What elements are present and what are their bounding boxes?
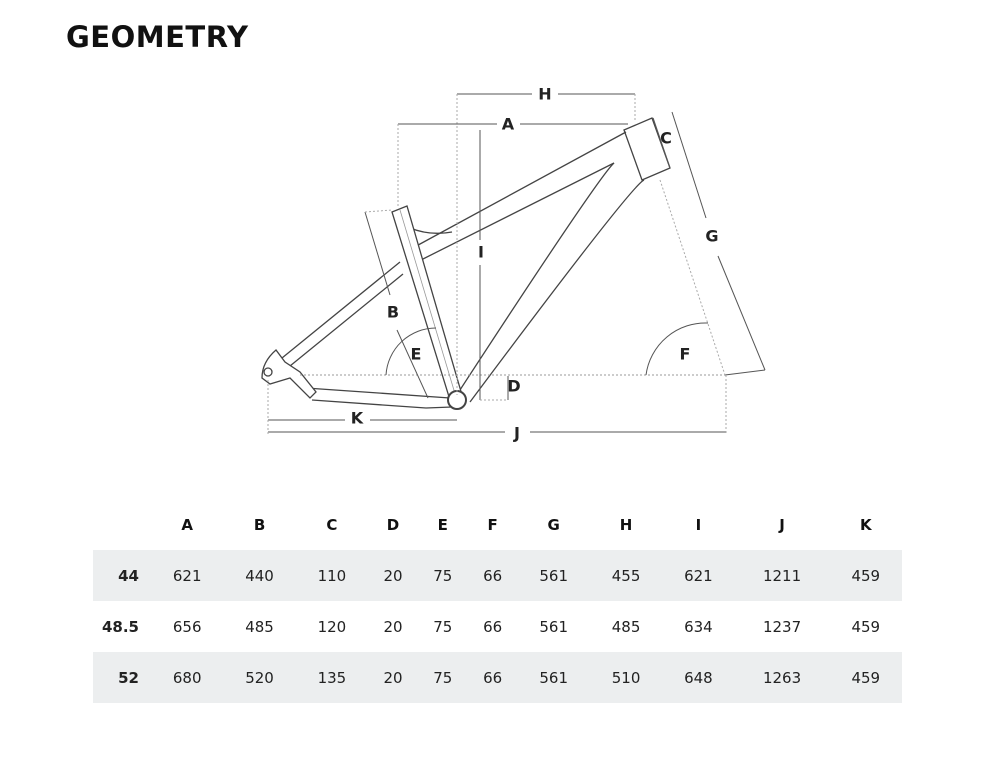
value-cell: 1237 (762, 617, 802, 636)
value-cell: 20 (368, 652, 418, 703)
value-cell: 1211 (734, 550, 830, 601)
table-header-row: A B C D E F G H I J K (93, 500, 902, 550)
label-i: I (478, 243, 484, 262)
page-title: GEOMETRY (66, 20, 249, 54)
column-header: I (695, 516, 702, 534)
value-cell: 510 (589, 652, 663, 703)
value-cell: 20 (383, 617, 403, 636)
column-header: J (779, 516, 785, 534)
label-e: E (411, 345, 422, 364)
value-cell: 621 (662, 550, 735, 601)
column-header: E (437, 516, 448, 534)
column-header: K (859, 516, 872, 534)
value-cell: 561 (539, 617, 569, 636)
value-cell: 66 (467, 550, 518, 601)
label-a: A (502, 115, 515, 134)
column-header: H (619, 516, 633, 534)
column-header: B (253, 516, 266, 534)
value-cell: 656 (172, 617, 202, 636)
label-h: H (538, 85, 551, 104)
frame-geometry-diagram: H A C G I B E F D K J (261, 85, 766, 443)
value-cell: 634 (684, 617, 713, 636)
value-cell: 520 (223, 652, 296, 703)
value-cell: 561 (517, 652, 590, 703)
size-cell: 52 (93, 652, 151, 703)
size-cell: 48.5 (101, 617, 139, 636)
size-header (93, 500, 151, 550)
column-header: F (487, 516, 498, 534)
value-cell: 20 (368, 550, 418, 601)
value-cell: 561 (517, 550, 590, 601)
value-cell: 1263 (734, 652, 830, 703)
value-cell: 440 (223, 550, 296, 601)
bike-frame (261, 117, 671, 410)
value-cell: 459 (829, 652, 902, 703)
value-cell: 66 (467, 652, 518, 703)
value-cell: 485 (611, 617, 641, 636)
value-cell: 680 (151, 652, 224, 703)
column-header: A (181, 516, 193, 534)
value-cell: 75 (433, 617, 453, 636)
value-cell: 459 (851, 617, 881, 636)
column-header: G (547, 516, 560, 534)
value-cell: 66 (483, 617, 503, 636)
value-cell: 75 (417, 652, 468, 703)
value-cell: 75 (417, 550, 468, 601)
value-cell: 648 (662, 652, 735, 703)
column-header: D (386, 516, 400, 534)
label-g: G (705, 227, 718, 246)
label-j: J (513, 424, 520, 443)
column-header: C (326, 516, 338, 534)
dimension-lines (267, 93, 766, 434)
label-b: B (387, 303, 399, 322)
label-k: K (351, 409, 364, 428)
value-cell: 485 (245, 617, 274, 636)
label-c: C (660, 129, 672, 148)
value-cell: 135 (295, 652, 369, 703)
value-cell: 459 (829, 550, 902, 601)
size-cell: 44 (93, 550, 151, 601)
value-cell: 455 (589, 550, 663, 601)
label-f: F (680, 345, 691, 364)
value-cell: 621 (151, 550, 224, 601)
value-cell: 120 (317, 617, 347, 636)
value-cell: 110 (295, 550, 369, 601)
table-row: 48.5 656 485 120 20 75 66 561 485 634 1237 459 (93, 601, 902, 652)
label-d: D (507, 377, 520, 396)
